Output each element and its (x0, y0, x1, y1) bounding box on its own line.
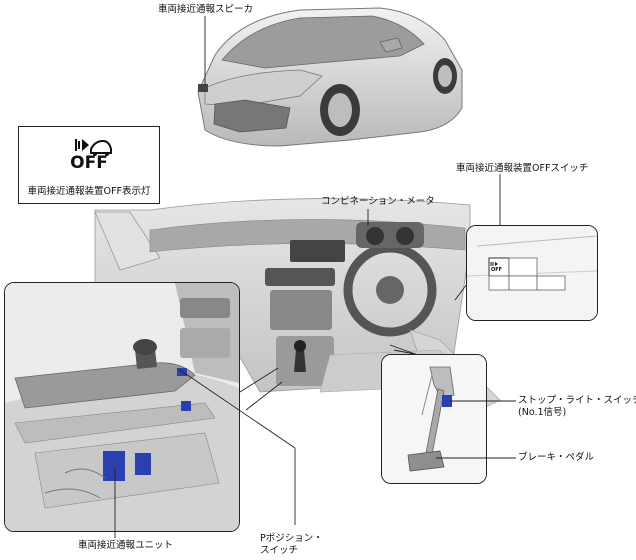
unit-inset (4, 282, 240, 532)
p-position-switch-label-1: Pポジション・ (260, 533, 323, 544)
p-position-switch-label-2: スイッチ (260, 545, 299, 556)
off-switch-label: 車両接近通報装置OFFスイッチ (456, 163, 589, 174)
pedal-inset (381, 354, 487, 484)
switch-off-text: OFF (491, 267, 503, 273)
speaker-label: 車両接近通報スピーカ (158, 4, 254, 15)
stop-light-switch-sub-label: (No.1信号) (518, 407, 567, 418)
switch-panel-illustration (467, 226, 597, 320)
car-illustration (197, 7, 463, 147)
unit-label: 車両接近通報ユニット (78, 540, 174, 551)
console-illustration (5, 283, 239, 531)
combination-meter-label: コンビネーション・メータ (321, 196, 435, 207)
dashboard-illustration (94, 198, 501, 411)
off-switch-inset: OFF (466, 225, 598, 321)
vehicle-sound-off-icon (75, 139, 112, 156)
brake-pedal-illustration (382, 355, 486, 483)
stop-light-switch-label: ストップ・ライト・スイッチ (518, 395, 636, 406)
indicator-off-text: OFF (70, 153, 108, 173)
indicator-box: OFF 車両接近通報装置OFF表示灯 (18, 126, 160, 204)
indicator-label: 車両接近通報装置OFF表示灯 (27, 186, 151, 197)
brake-pedal-label: ブレーキ・ペダル (518, 452, 595, 463)
